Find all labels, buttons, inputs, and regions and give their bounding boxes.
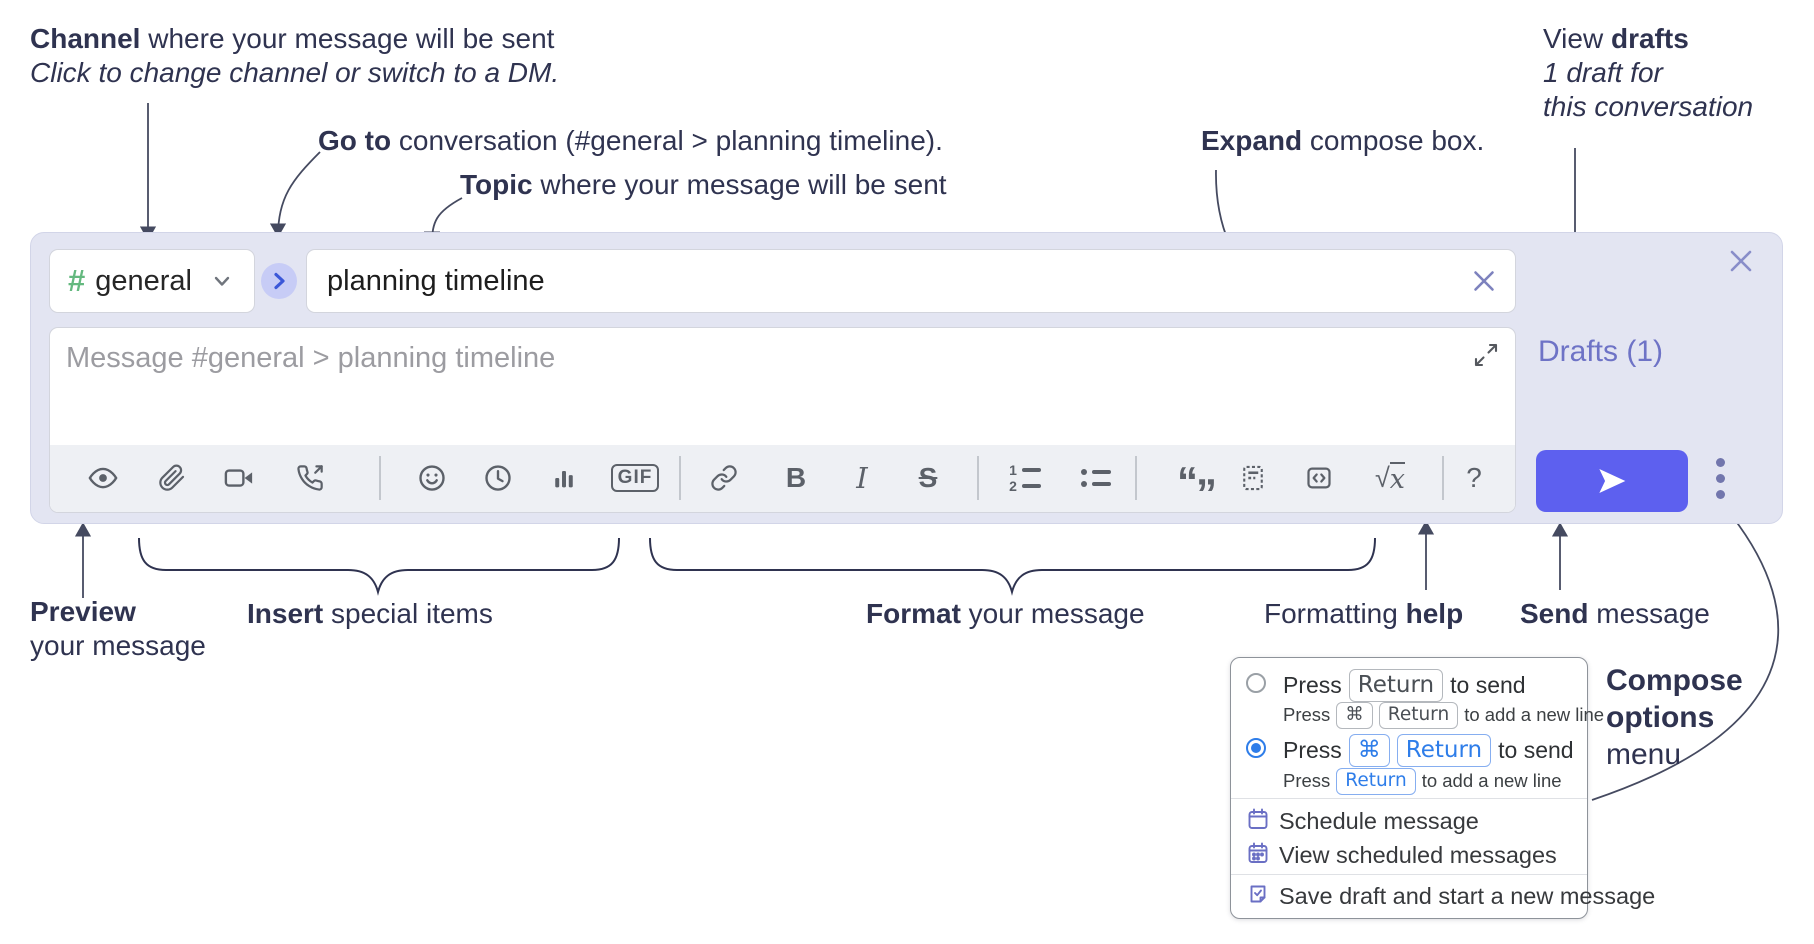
channel-name: general: [95, 264, 192, 297]
toolbar-divider: [679, 456, 681, 500]
emoji-icon[interactable]: [410, 456, 454, 500]
topic-input[interactable]: [325, 263, 1429, 299]
compose-options-menu: Press Return to send Press ⌘ Return to a…: [1230, 657, 1655, 919]
toolbar-divider: [379, 456, 381, 500]
goto-annotation: Go to conversation (#general > planning …: [318, 125, 943, 156]
menu-item-save-draft[interactable]: Save draft and start a new message: [1279, 883, 1656, 909]
insert-brace: [138, 537, 620, 596]
formatting-help-annotation: Formatting help: [1264, 598, 1464, 629]
schedule-clock-icon[interactable]: [476, 456, 520, 500]
compose-options-annotation: Compose options menu: [1606, 664, 1743, 771]
calendar-scheduled-icon: [1246, 841, 1270, 870]
toolbar-divider: [1135, 456, 1137, 500]
channel-hash-icon: #: [68, 263, 86, 298]
radio-enter-to-send[interactable]: [1246, 673, 1266, 693]
message-box: GIF B I S 1 2: [49, 327, 1516, 517]
menu-item-view-scheduled-messages[interactable]: View scheduled messages: [1279, 842, 1557, 868]
goto-arrow: [269, 151, 321, 238]
topic-field: [306, 249, 1516, 313]
format-annotation: Format your message: [866, 598, 1145, 629]
send-plane-icon: [1599, 469, 1626, 493]
insert-annotation: Insert special items: [247, 598, 493, 629]
menu-divider: [1231, 798, 1587, 800]
cmd-key: ⌘: [1336, 702, 1373, 729]
gif-icon[interactable]: GIF: [610, 456, 660, 500]
cmd-enter-to-send-option[interactable]: Press ⌘ Return to send: [1283, 734, 1574, 768]
return-key: Return: [1348, 669, 1444, 703]
radio-cmd-enter-to-send[interactable]: [1246, 738, 1266, 758]
spoiler-icon[interactable]: [1231, 456, 1275, 500]
video-call-icon[interactable]: [217, 456, 261, 500]
poll-icon[interactable]: [542, 456, 586, 500]
menu-item-schedule-message[interactable]: Schedule message: [1279, 808, 1479, 834]
quote-icon[interactable]: “”: [1177, 458, 1217, 517]
formatting-help-icon[interactable]: ?: [1466, 462, 1482, 493]
bold-icon[interactable]: B: [785, 462, 807, 493]
send-annotation: Send message: [1520, 598, 1710, 629]
numbered-list-icon[interactable]: 1 2: [1003, 456, 1047, 500]
chevron-down-icon: [210, 269, 234, 293]
clear-topic-icon[interactable]: [1471, 268, 1497, 294]
calendar-icon: [1246, 807, 1270, 836]
expand-annotation: Expand compose box.: [1201, 125, 1485, 156]
chevron-right-icon: [274, 272, 285, 290]
drafts-link[interactable]: Drafts (1): [1538, 335, 1664, 368]
attach-file-icon[interactable]: [150, 456, 194, 500]
link-icon[interactable]: [702, 456, 746, 500]
send-button[interactable]: [1536, 450, 1688, 512]
return-key: Return: [1378, 702, 1459, 729]
view-drafts-annotation: View drafts 1 draft for this conversatio…: [1543, 23, 1754, 122]
math-icon[interactable]: √x: [1374, 461, 1406, 495]
compose-options-icon[interactable]: [1716, 458, 1725, 499]
enter-to-send-option[interactable]: Press Return to send: [1283, 669, 1526, 703]
expand-compose-icon[interactable]: [1473, 342, 1499, 373]
channel-annotation-sub: Click to change channel or switch to a D…: [30, 57, 560, 88]
format-brace: [649, 537, 1376, 596]
save-draft-icon: [1246, 882, 1270, 911]
compose-toolbar: GIF B I S 1 2: [50, 445, 1515, 517]
return-key: Return: [1396, 734, 1492, 768]
channel-selector[interactable]: # general: [49, 249, 255, 313]
toolbar-divider: [1442, 456, 1444, 500]
channel-annotation: Channel where your message will be sent: [30, 23, 555, 54]
menu-divider: [1231, 874, 1587, 876]
toolbar-divider: [977, 456, 979, 500]
enter-to-send-subtext: Press ⌘ Return to add a new line: [1283, 702, 1604, 729]
goto-conversation-button[interactable]: [261, 263, 297, 299]
bulleted-list-icon[interactable]: [1074, 456, 1118, 500]
italic-icon[interactable]: I: [856, 461, 868, 495]
voice-call-icon[interactable]: [288, 456, 332, 500]
message-input[interactable]: [64, 340, 1268, 434]
return-key: Return: [1336, 768, 1416, 795]
compose-box: # general: [30, 232, 1783, 524]
preview-icon[interactable]: [81, 456, 125, 500]
cmd-key: ⌘: [1348, 734, 1390, 768]
topic-annotation: Topic where your message will be sent: [460, 169, 947, 200]
preview-annotation: Preview your message: [30, 596, 206, 661]
code-icon[interactable]: [1297, 456, 1341, 500]
cmd-enter-to-send-subtext: Press Return to add a new line: [1283, 768, 1562, 795]
close-compose-icon[interactable]: [1727, 247, 1755, 280]
strikethrough-icon[interactable]: S: [918, 462, 938, 493]
